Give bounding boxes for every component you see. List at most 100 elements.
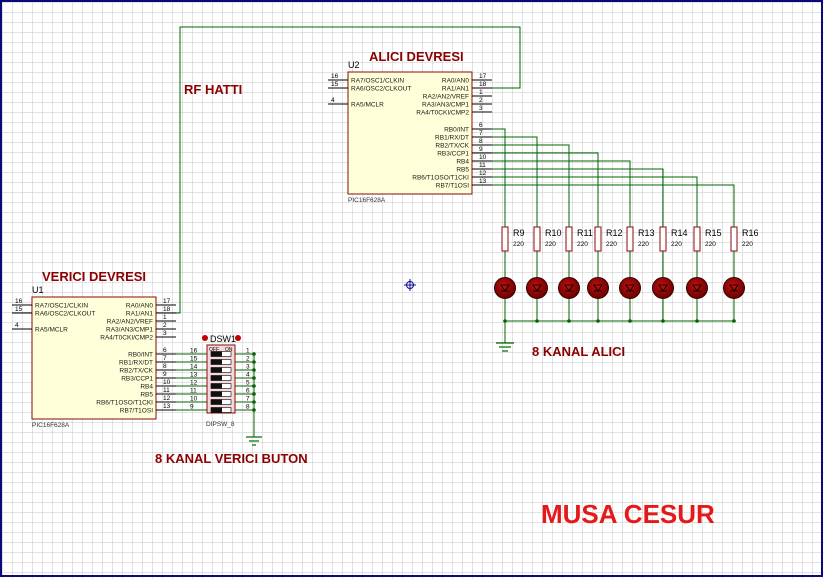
- led-diode-symbol: [729, 284, 739, 292]
- led-body: [652, 277, 674, 299]
- dipswitch-pin-num: 2: [246, 356, 250, 363]
- led-body: [723, 277, 745, 299]
- receiver-title: ALICI DEVRESI: [369, 49, 464, 64]
- u1-pin-label: RA6/OSC2/CLKOUT: [35, 311, 95, 318]
- u2-pin-num: 13: [479, 178, 487, 185]
- u2-pin-label: RB3/CCP1: [437, 151, 469, 158]
- u1-pin-label: RB1/RX/DT: [119, 360, 153, 367]
- u2-pin-label: RB7/T1OSI: [436, 183, 469, 190]
- u2-pin-num: 16: [331, 73, 339, 80]
- resistor-body: [594, 226, 602, 252]
- led-diode-symbol: [500, 284, 510, 292]
- u2-pin-num: 9: [479, 146, 483, 153]
- u1-pin-num: 13: [163, 403, 171, 410]
- u1-part: PIC16F628A: [32, 422, 70, 429]
- u2-pin-num: 3: [479, 105, 483, 112]
- dipswitch-lever: [211, 359, 222, 365]
- u1-pin-label: RB7/T1OSI: [120, 408, 153, 415]
- u2-ref: U2: [348, 60, 360, 70]
- u2-chip: U2PIC16F628A16RA7/OSC1/CLKIN15RA6/OSC2/C…: [328, 60, 492, 204]
- dipswitch-pin-num: 6: [246, 388, 250, 395]
- u2-pin-label: RA3/AN3/CMP1: [422, 102, 469, 109]
- u2-pin-num: 2: [479, 97, 483, 104]
- dipswitch-off-label: OFF: [209, 347, 219, 353]
- resistor-body: [693, 226, 701, 252]
- u1-pin-num: 12: [163, 395, 171, 402]
- dipswitch-on-label: ON: [225, 347, 233, 353]
- dipswitch-pin-num: 5: [246, 380, 250, 387]
- dipswitch-pin-num: 14: [190, 364, 198, 371]
- u1-pin-num: 15: [15, 306, 23, 313]
- u1-pin-label: RA0/AN0: [126, 303, 153, 310]
- u2-pin-num: 10: [479, 154, 487, 161]
- led-body: [494, 277, 516, 299]
- u2-pin-num: 17: [479, 73, 487, 80]
- dipswitch-lever: [211, 367, 222, 373]
- resistor-value: 220: [513, 241, 524, 248]
- u2-pin-label: RB4: [456, 159, 469, 166]
- dipswitch-pin-num: 9: [190, 404, 194, 411]
- u1-pin-num: 3: [163, 330, 167, 337]
- author-label: MUSA CESUR: [541, 499, 715, 529]
- u2-body: [347, 71, 473, 195]
- resistor-ref: R14: [671, 228, 688, 238]
- u1-pin-num: 11: [163, 387, 170, 394]
- u1-pin-label: RB3/CCP1: [121, 376, 153, 383]
- led-icon: [558, 277, 580, 299]
- resistor-value: 220: [606, 241, 617, 248]
- dipswitch-pin-num: 1: [246, 348, 250, 355]
- u1-pin-num: 8: [163, 363, 167, 370]
- ground-icon: [496, 342, 514, 352]
- u2-pin-num: 4: [331, 97, 335, 104]
- u1-pin-label: RB2/TX/CK: [119, 368, 153, 375]
- resistor-body: [501, 226, 509, 252]
- led-drive-wire: [492, 184, 735, 227]
- probe-dot-icon: [235, 335, 241, 341]
- led-icon: [619, 277, 641, 299]
- led-diode-symbol: [625, 284, 635, 292]
- u1-pin-label: RA2/AN2/VREF: [107, 319, 153, 326]
- led-drive-wire: [492, 160, 631, 227]
- led-drive-wire: [492, 136, 538, 227]
- transmitter-buttons-label: 8 KANAL VERICI BUTON: [155, 451, 308, 466]
- u2-pin-label: RA1/AN1: [442, 86, 469, 93]
- u2-pin-label: RB5: [456, 167, 469, 174]
- led-icon: [723, 277, 745, 299]
- u2-pin-num: 18: [479, 81, 487, 88]
- u2-pin-label: RA0/AN0: [442, 78, 469, 85]
- led-drive-wire: [492, 128, 506, 227]
- led-icon: [587, 277, 609, 299]
- u1-pin-label: RB4: [140, 384, 153, 391]
- dipswitch-ref: DSW1: [210, 334, 236, 344]
- u2-pin-num: 11: [479, 162, 486, 169]
- resistor-body: [659, 226, 667, 252]
- led-diode-symbol: [658, 284, 668, 292]
- u2-pin-label: RA6/OSC2/CLKOUT: [351, 86, 411, 93]
- led-icon: [652, 277, 674, 299]
- dipswitch-pin-num: 8: [246, 404, 250, 411]
- u1-pin-label: RB5: [140, 392, 153, 399]
- resistor-value: 220: [705, 241, 716, 248]
- u2-pin-label: RB2/TX/CK: [435, 143, 469, 150]
- u1-ref: U1: [32, 285, 44, 295]
- resistor-value: 220: [545, 241, 556, 248]
- resistor-ref: R11: [577, 228, 593, 238]
- dipswitch-pin-num: 15: [190, 356, 198, 363]
- u2-pin-label: RB1/RX/DT: [435, 135, 469, 142]
- dipswitch-pin-num: 10: [190, 396, 198, 403]
- probe-dot-icon: [202, 335, 208, 341]
- u2-pin-num: 6: [479, 122, 483, 129]
- resistor-ref: R15: [705, 228, 722, 238]
- dipswitch-lever: [211, 383, 222, 389]
- u1-pin-label: RA3/AN3/CMP1: [106, 327, 153, 334]
- dipswitch-pin-num: 13: [190, 372, 198, 379]
- led-drive-wire: [492, 152, 599, 227]
